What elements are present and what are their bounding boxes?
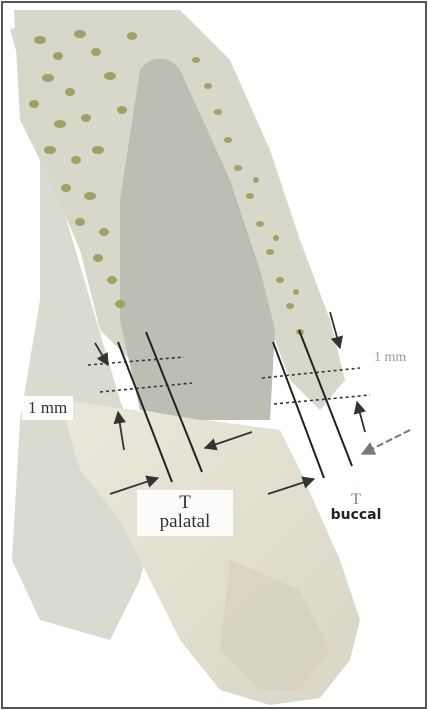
buccal-label: T buccal	[322, 492, 390, 522]
palatal-label: T palatal	[137, 490, 233, 536]
buccal-word-label: buccal	[322, 508, 390, 522]
buccal-measure-label: 1 mm	[374, 351, 406, 365]
palatal-measure-label: 1 mm	[22, 396, 73, 420]
palatal-t-label: T	[137, 493, 233, 512]
buccal-t-label: T	[322, 492, 390, 508]
palatal-word-label: palatal	[137, 512, 233, 531]
